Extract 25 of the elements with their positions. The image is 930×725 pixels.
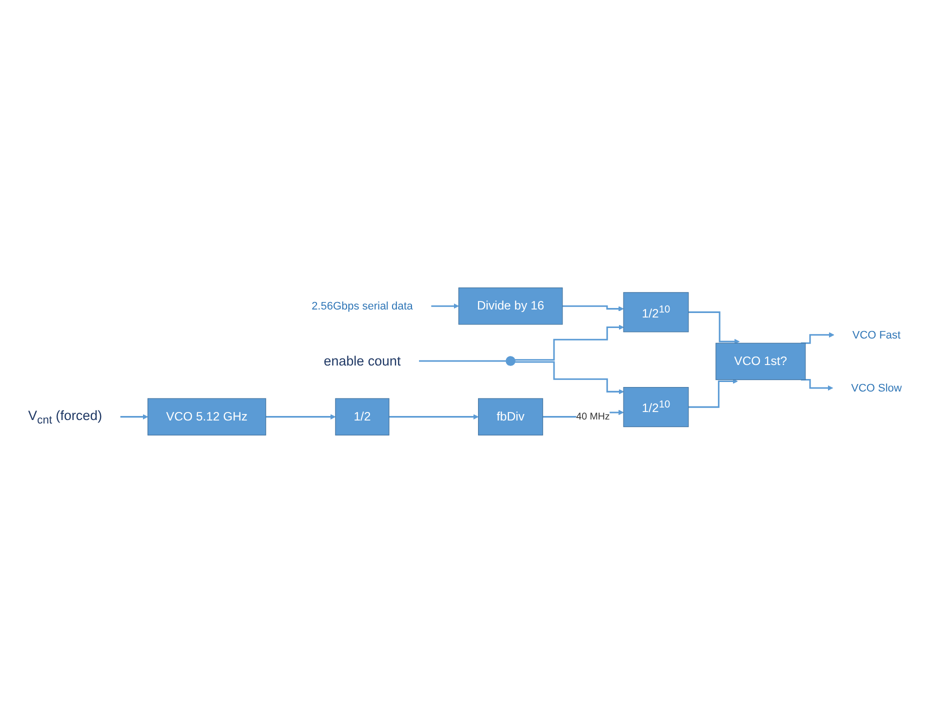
connector [419, 360, 506, 362]
arrow [389, 414, 479, 420]
arrow [515, 324, 624, 361]
node-box: Divide by 16 [458, 287, 563, 325]
edge-label: 40 MHz [576, 411, 610, 422]
node-text: VCO Slow [851, 382, 902, 394]
arrow [431, 303, 459, 309]
arrow [120, 414, 148, 420]
node-box: 1/2$^{10}$ [623, 387, 689, 428]
node-text: enable count [324, 353, 401, 369]
arrow [515, 361, 624, 394]
node-text: 2.56Gbps serial data [312, 300, 413, 312]
node-text: VCO Fast [852, 328, 901, 341]
node-circle [506, 356, 516, 366]
node-text: V$_{cnt}$ (forced) [28, 408, 102, 426]
node-box: 1/2$^{10}$ [623, 292, 689, 332]
arrow [266, 414, 336, 420]
arrow [562, 305, 624, 312]
arrow [688, 378, 738, 408]
node-box: VCO 1st? [716, 342, 806, 380]
node-box: 1/2 [335, 398, 390, 436]
arrow [688, 311, 740, 344]
node-box: VCO 5.12 GHz [148, 398, 266, 436]
node-box: fbDiv [478, 398, 544, 436]
arrow [800, 332, 834, 344]
